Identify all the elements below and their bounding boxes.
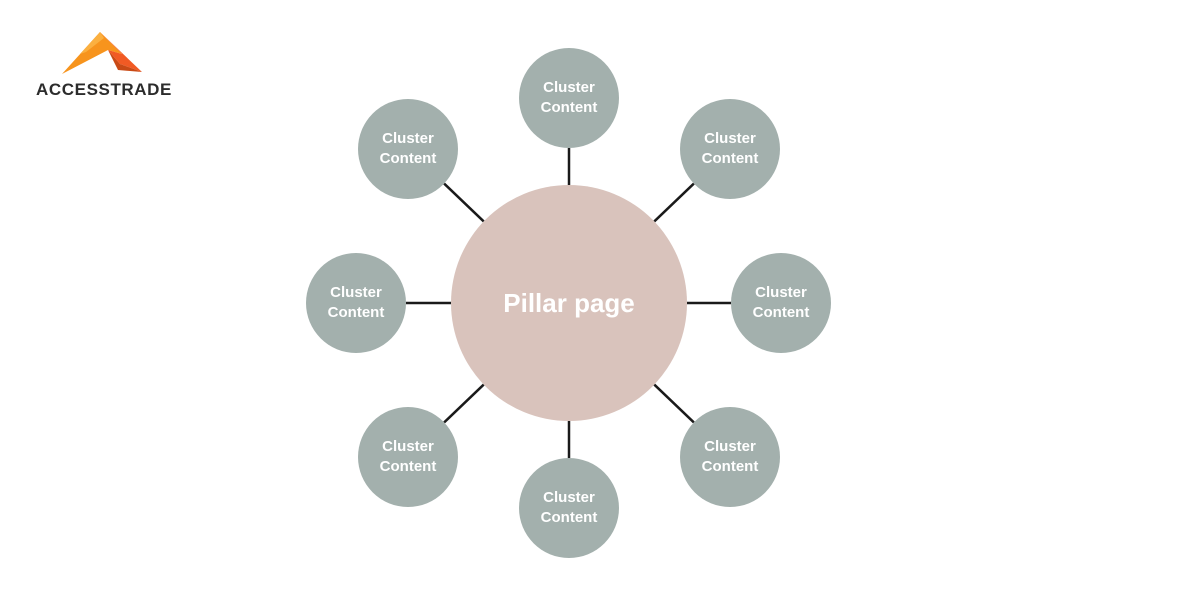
cluster-node-bottom-right — [680, 407, 780, 507]
connector-line-bottom-left — [443, 383, 485, 424]
connector-line-top-right — [653, 182, 695, 223]
cluster-node-bottom — [519, 458, 619, 558]
cluster-node-right — [731, 253, 831, 353]
cluster-node-bottom-left — [358, 407, 458, 507]
mountain-peak-icon — [62, 32, 142, 74]
cluster-node-left — [306, 253, 406, 353]
pillar-page-node — [451, 185, 687, 421]
connector-line-top-left — [443, 182, 485, 223]
brand-wordmark: ACCESSTRADE — [36, 80, 173, 99]
cluster-node-top-left — [358, 99, 458, 199]
cluster-node-top — [519, 48, 619, 148]
cluster-node-top-right — [680, 99, 780, 199]
connector-line-bottom-right — [653, 383, 695, 424]
accesstrade-logo: ACCESSTRADE — [36, 24, 176, 104]
